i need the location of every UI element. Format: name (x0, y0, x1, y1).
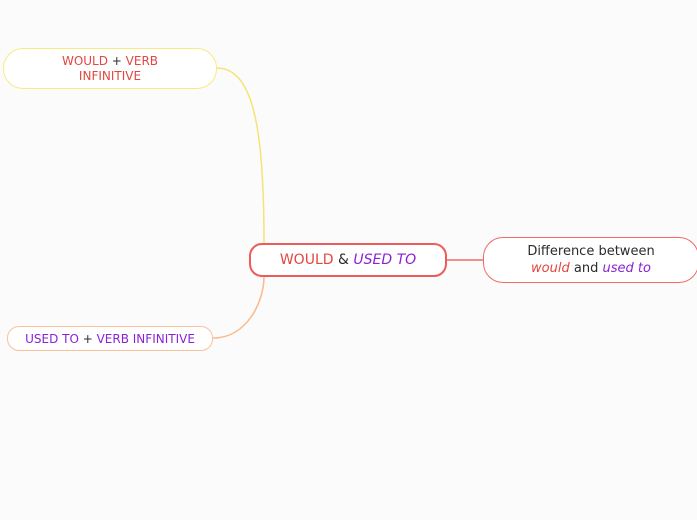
connector-central-to-top-left (216, 67, 265, 244)
topic-plus: + (78, 331, 97, 346)
difference-and: and (569, 261, 603, 276)
central-word-used-to: USED TO (353, 252, 417, 268)
difference-line-2: would and used to (531, 260, 651, 277)
difference-line-1: Difference between (527, 244, 655, 259)
central-word-would: WOULD (279, 252, 334, 268)
topic-line-2: INFINITIVE (78, 68, 142, 83)
topic-would-verb-infinitive[interactable]: WOULD + VERB INFINITIVE (3, 48, 217, 89)
topic-used-to-verb-infinitive[interactable]: USED TO + VERB INFINITIVE (7, 326, 213, 351)
topic-word-verb: VERB (125, 53, 159, 68)
topic-line-1: WOULD + VERB (62, 54, 158, 69)
central-topic[interactable]: WOULD & USED TO (249, 243, 447, 277)
topic-word-verb-infinitive: VERB INFINITIVE (96, 331, 195, 346)
topic-difference[interactable]: Difference between would and used to (483, 237, 697, 283)
central-ampersand: & (333, 252, 354, 268)
difference-word-used-to: used to (602, 261, 651, 276)
connector-central-to-bottom-left (212, 276, 265, 339)
topic-word-used-to: USED TO (25, 331, 79, 346)
topic-plus: + (107, 53, 126, 68)
difference-word-would: would (531, 261, 570, 276)
topic-word-would: WOULD (61, 53, 108, 68)
